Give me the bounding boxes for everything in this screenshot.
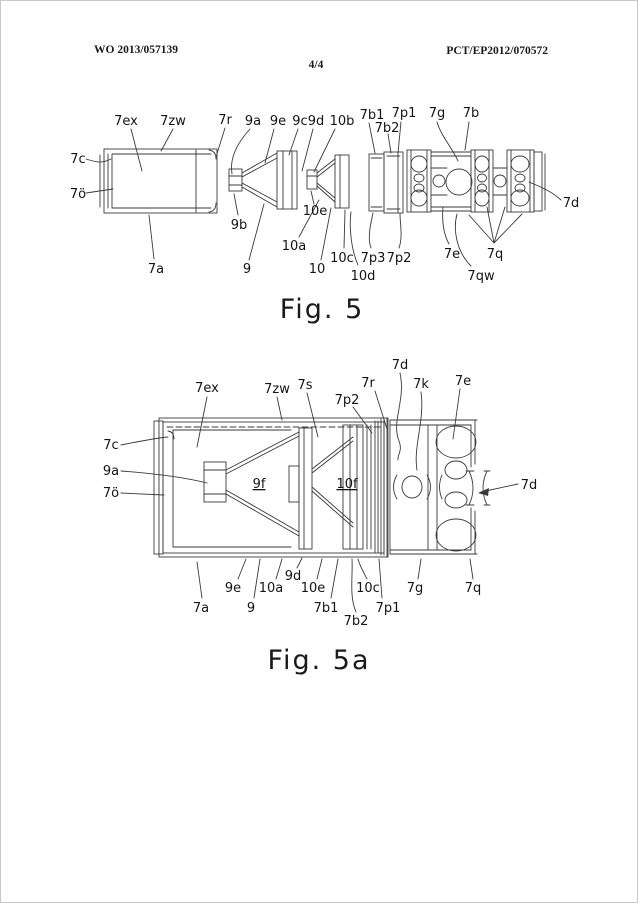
fig5a-label-7g: 7g	[407, 581, 424, 596]
fig5-label-10d: 10d	[351, 269, 376, 284]
fig5-label-9a: 9a	[245, 114, 261, 129]
fig5-label-10: 10	[309, 262, 326, 277]
fig5-labels: 7ex 7zw 7r 9a 9e 9c 9d 10b 7b1 7b2 7p1 7…	[70, 106, 579, 284]
fig5a-label-7ex: 7ex	[195, 381, 219, 396]
fig5a-label-7e: 7e	[455, 374, 471, 389]
fig5-label-9d: 9d	[308, 114, 325, 129]
fig5a: 7ex 7zw 7s 7p2 7r 7d 7k 7e 7c 9a 7ö 9f 1…	[103, 358, 537, 676]
fig5: 7ex 7zw 7r 9a 9e 9c 9d 10b 7b1 7b2 7p1 7…	[70, 106, 579, 325]
fig5a-label-7c: 7c	[103, 438, 118, 453]
fig5-label-7b: 7b	[463, 106, 480, 121]
fig5a-label-7b2: 7b2	[344, 614, 369, 629]
fig5a-label-10a: 10a	[259, 581, 284, 596]
fig5-label-9e: 9e	[270, 114, 286, 129]
fig5-caption: Fig. 5	[280, 294, 365, 325]
fig5a-label-7r: 7r	[361, 376, 375, 391]
fig5a-funnel-10f	[311, 424, 364, 550]
fig5-label-7q: 7q	[487, 247, 504, 262]
fig5-label-7ex: 7ex	[114, 114, 138, 129]
fig5a-funnel-9f	[203, 431, 300, 537]
fig5a-label-7p1: 7p1	[376, 601, 401, 616]
fig5-label-7p2: 7p2	[387, 251, 412, 266]
publication-number: PCT/EP2012/070572	[446, 45, 548, 57]
fig5-label-9b: 9b	[231, 218, 248, 233]
fig5-label-9c: 9c	[292, 114, 307, 129]
fig5a-leader-lines	[120, 372, 519, 613]
fig5a-label-7d-right: 7d	[521, 478, 538, 493]
fig5-label-10b: 10b	[330, 114, 355, 129]
fig5-label-7r: 7r	[218, 113, 232, 128]
fig5a-label-9e: 9e	[225, 581, 241, 596]
fig5-funnel-9	[228, 150, 298, 210]
fig5-label-7p3: 7p3	[361, 251, 386, 266]
fig5a-label-7zw: 7zw	[264, 382, 290, 397]
fig5a-caption: Fig. 5a	[267, 645, 370, 676]
fig5a-label-9d: 9d	[285, 569, 302, 584]
fig5a-perforated-section	[389, 419, 491, 555]
fig5-label-7c: 7c	[70, 152, 85, 167]
fig5-drawing	[99, 148, 546, 214]
fig5-funnel-10	[306, 154, 350, 209]
fig5-tube	[99, 148, 218, 214]
page-header: WO 2013/057139 PCT/EP2012/070572 4/4	[94, 44, 548, 71]
fig5-label-7b1: 7b1	[360, 108, 385, 123]
fig5-label-10e: 10e	[303, 204, 328, 219]
fig5a-label-7oe: 7ö	[103, 486, 119, 501]
fig5a-label-10f: 10f	[336, 477, 358, 492]
doc-number: WO 2013/057139	[94, 44, 178, 56]
fig5a-labels: 7ex 7zw 7s 7p2 7r 7d 7k 7e 7c 9a 7ö 9f 1…	[103, 358, 537, 629]
fig5a-label-10e: 10e	[301, 581, 326, 596]
fig5a-label-7b1: 7b1	[314, 601, 339, 616]
fig5-label-7b2: 7b2	[375, 121, 400, 136]
fig5a-ring-7s	[288, 427, 313, 550]
fig5-label-7qw: 7qw	[467, 269, 495, 284]
fig5a-label-9: 9	[247, 601, 255, 616]
fig5-label-9: 9	[243, 262, 251, 277]
fig5a-label-9f: 9f	[253, 477, 266, 492]
fig5-label-7zw: 7zw	[160, 114, 186, 129]
fig5a-label-7s: 7s	[297, 378, 312, 393]
page-indicator: 4/4	[309, 59, 324, 71]
fig5-label-7oe: 7ö	[70, 187, 86, 202]
fig5a-label-7q: 7q	[465, 581, 482, 596]
fig5-label-10c: 10c	[330, 251, 354, 266]
fig5a-label-10c: 10c	[356, 581, 380, 596]
fig5a-drawing	[153, 417, 491, 558]
fig5-label-10a: 10a	[282, 239, 307, 254]
fig5-sleeve	[368, 151, 404, 214]
fig5a-label-7p2: 7p2	[335, 393, 360, 408]
fig5a-label-7k: 7k	[413, 377, 429, 392]
fig5-leader-lines	[85, 121, 562, 267]
fig5a-label-9a: 9a	[103, 464, 119, 479]
fig5-label-7a: 7a	[148, 262, 164, 277]
fig5-label-7d: 7d	[563, 196, 580, 211]
fig5-label-7e: 7e	[444, 247, 460, 262]
fig5a-label-7d-top: 7d	[392, 358, 409, 373]
fig5a-plate-stack	[366, 417, 391, 558]
fig5-ring-assembly	[406, 149, 546, 213]
fig5a-label-7a: 7a	[193, 601, 209, 616]
fig5-label-7g: 7g	[429, 106, 446, 121]
fig5-label-7p1: 7p1	[392, 106, 417, 121]
